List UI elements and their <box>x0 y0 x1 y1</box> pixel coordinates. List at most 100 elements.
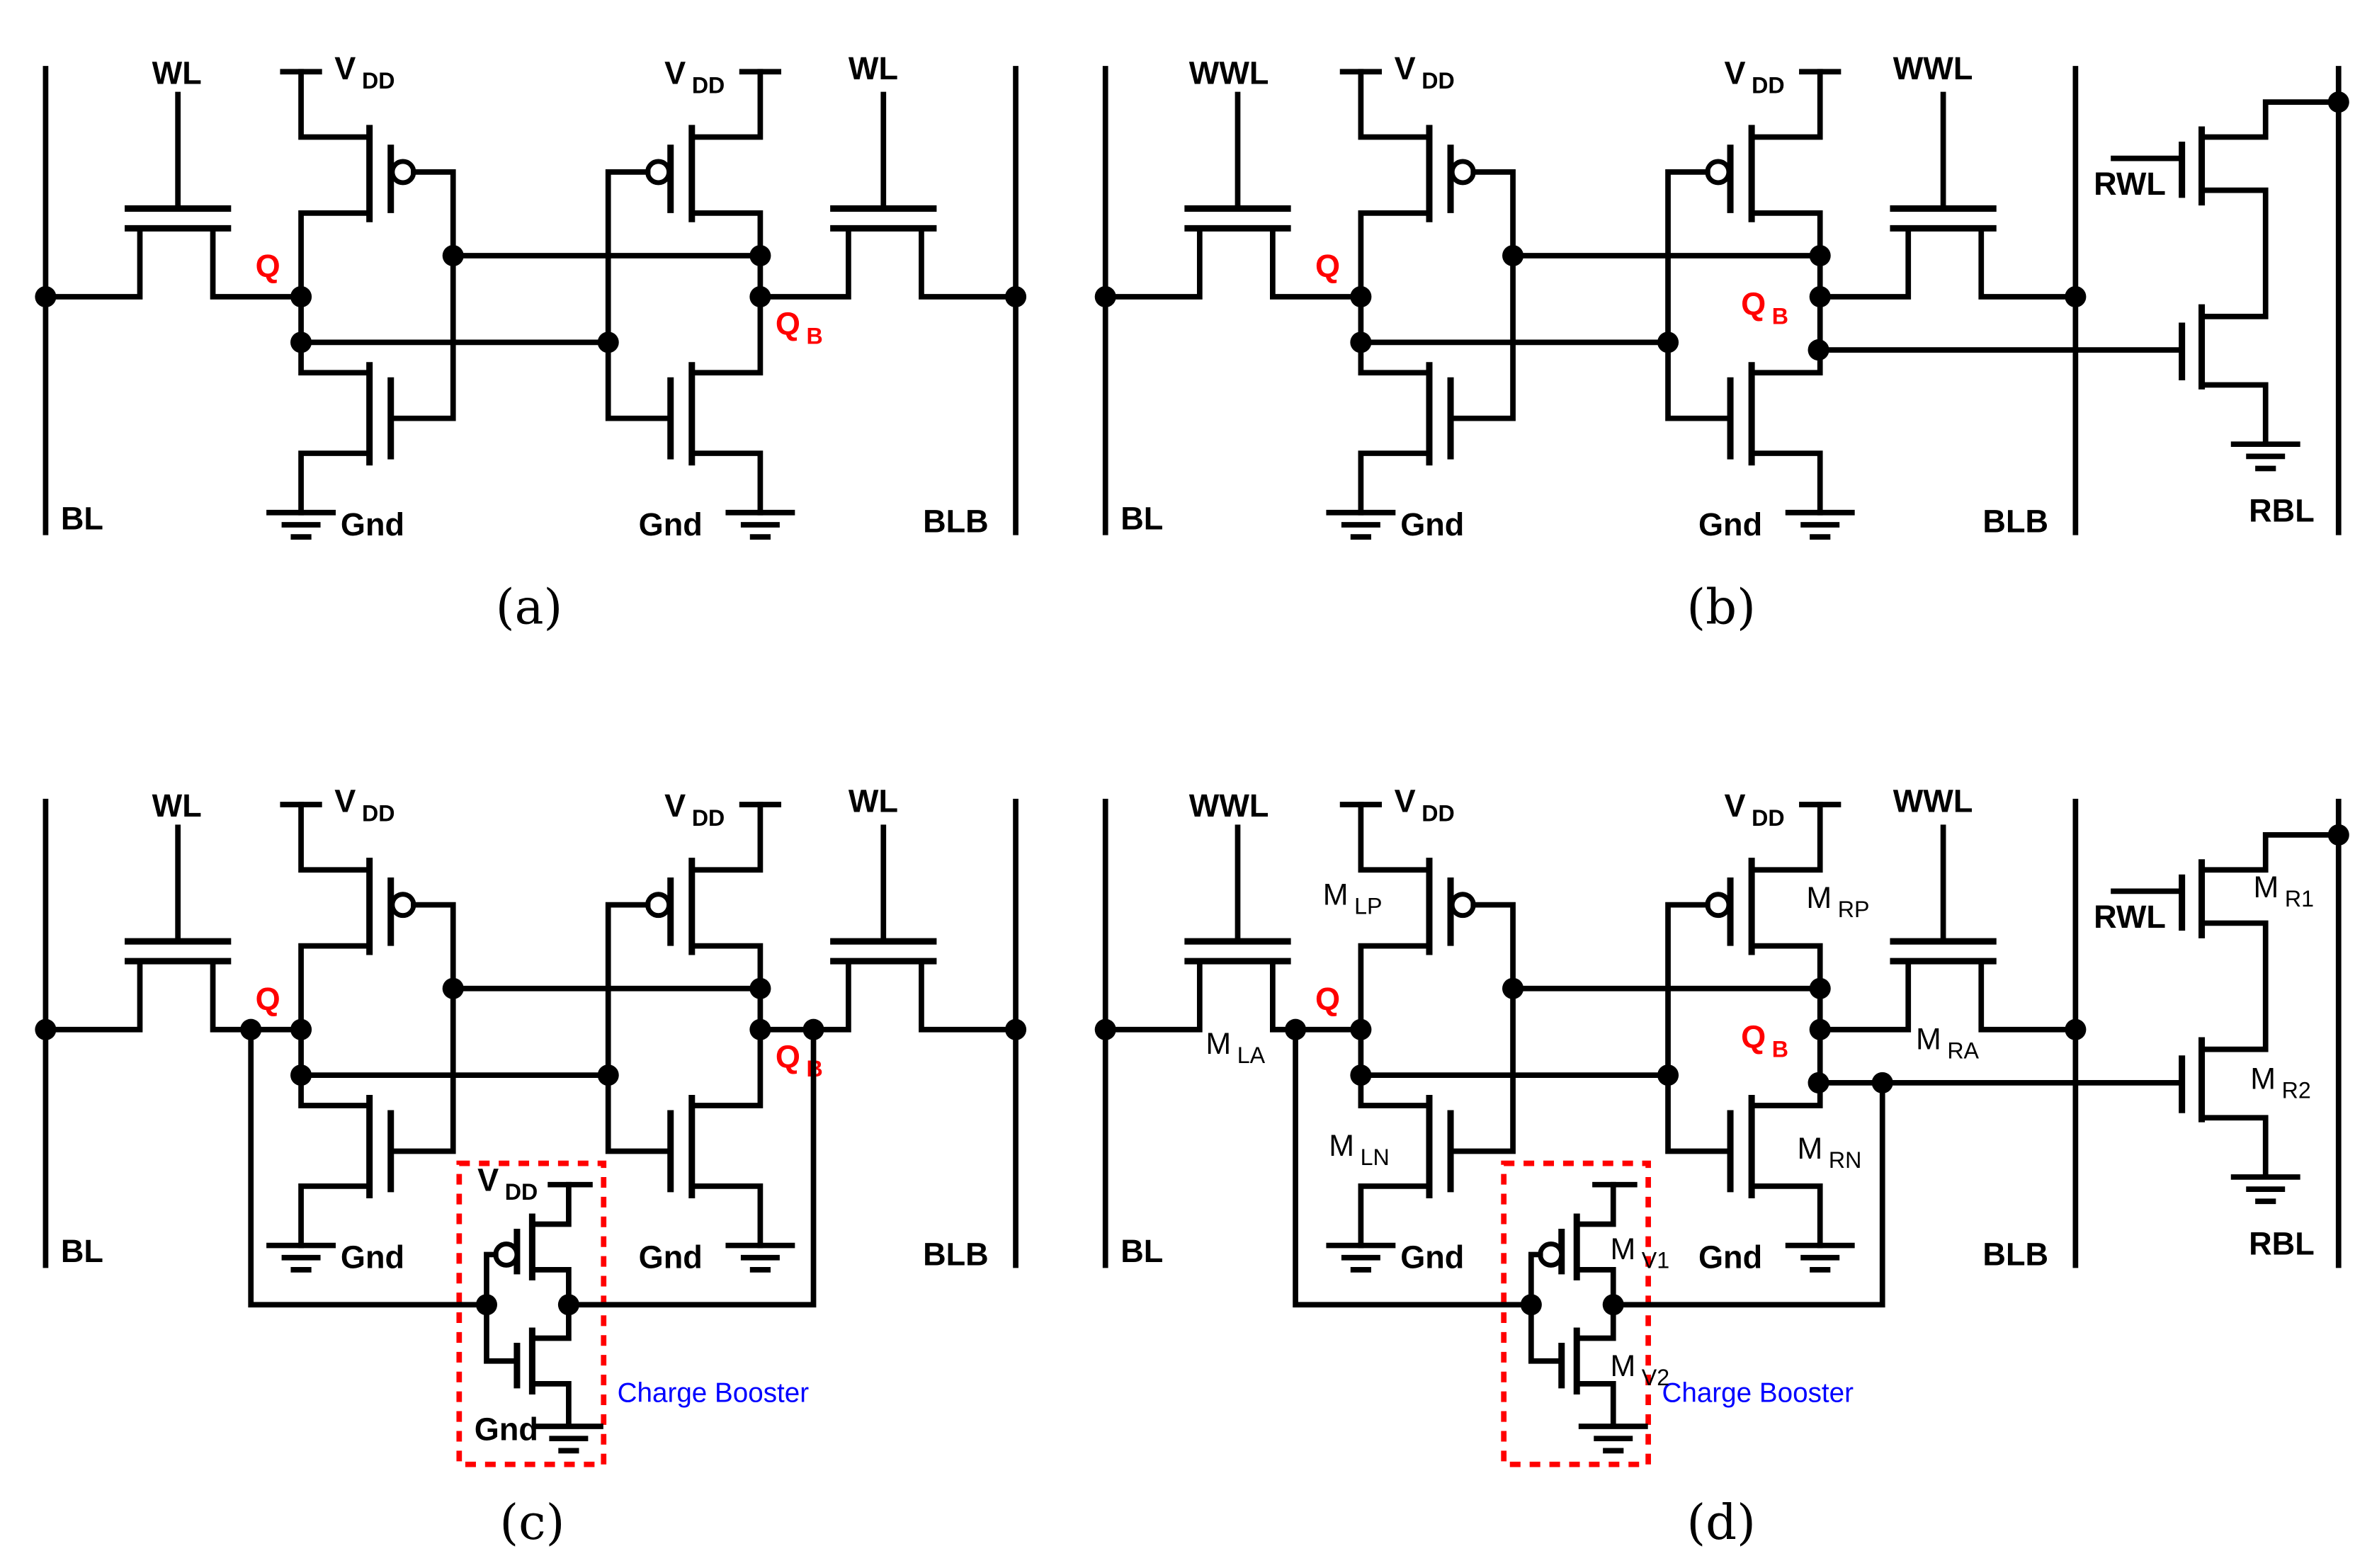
label-rwl: RWL <box>2094 166 2166 202</box>
booster-nmos-source <box>1574 1381 1616 1428</box>
label-wl-left: WWL <box>1189 788 1269 824</box>
node-dot <box>1871 1072 1893 1093</box>
pmos-source <box>1749 802 1823 873</box>
caption-c: (c) <box>499 1494 564 1551</box>
label-vdd-right-subscript: DD <box>692 72 725 98</box>
label-qb-main: Q <box>1741 1018 1766 1055</box>
label-qb-main: Q <box>1741 286 1766 322</box>
inverter-output-wire <box>298 210 373 376</box>
node-dot <box>749 1018 771 1040</box>
label-rbl: RBL <box>2249 493 2315 529</box>
node-dot <box>2327 824 2349 846</box>
pmos-gate-bubble <box>390 892 416 919</box>
label-blb: BLB <box>1982 1236 2048 1272</box>
charge-booster-box <box>456 1160 607 1467</box>
transistor-label-mr2-subscript: R2 <box>2282 1077 2311 1103</box>
node-dot <box>290 285 312 307</box>
label-qb-main: Q <box>776 306 800 342</box>
label-bl: BL <box>1120 500 1163 536</box>
access-source <box>42 225 143 300</box>
label-blb: BLB <box>923 504 989 540</box>
label-vdd-left-subscript: DD <box>1422 801 1455 826</box>
node-dot <box>442 977 464 999</box>
pmos-source <box>688 802 764 873</box>
transistor-label-mr1-subscript: R1 <box>2285 886 2314 911</box>
label-q: Q <box>1315 248 1340 284</box>
label-gnd-right: Gnd <box>639 1239 703 1276</box>
access-source <box>1102 225 1203 300</box>
caption-b: (b) <box>1686 579 1756 636</box>
access-drain <box>1817 958 1912 1033</box>
pmos-gate-bubble <box>390 159 416 186</box>
booster-pmos-source <box>1574 1181 1616 1227</box>
transistor-label-mla-main: M <box>1205 1027 1231 1061</box>
transistor-label-mla-subscript: LA <box>1237 1043 1266 1068</box>
access-drain <box>757 225 851 300</box>
access-source <box>919 958 1018 1033</box>
pmos-gate-bubble <box>645 159 672 186</box>
node-dot <box>1502 244 1524 267</box>
label-wl-right: WWL <box>1893 50 1973 86</box>
label-qb-main: Q <box>776 1038 800 1074</box>
label-blb: BLB <box>923 1236 989 1272</box>
transistor-label-mln-subscript: LN <box>1361 1144 1390 1170</box>
label-wl-right: WWL <box>1893 783 1973 819</box>
node-dot <box>1809 1018 1831 1040</box>
pmos-source <box>298 802 373 873</box>
node-dot <box>290 1064 312 1086</box>
access-source <box>1978 958 2079 1033</box>
inverter-gate-wire <box>605 169 674 421</box>
access-drain <box>757 958 851 1033</box>
access-drain <box>1270 225 1364 300</box>
node-dot <box>749 285 771 307</box>
nmos-source <box>1749 1183 1823 1249</box>
label-vdd-right-main: V <box>664 55 686 91</box>
node-dot <box>35 285 57 307</box>
label-bl: BL <box>1120 1233 1163 1269</box>
transistor-label-mlp-subscript: LP <box>1354 894 1382 919</box>
node-dot <box>597 331 619 353</box>
pmos-gate-bubble <box>1449 159 1476 186</box>
inverter-output-wire <box>688 943 764 1108</box>
transistor-label-mrp-main: M <box>1806 881 1832 915</box>
label-wl-left: WL <box>152 55 202 91</box>
access-source <box>1978 225 2079 300</box>
node-dot <box>1502 977 1524 999</box>
inverter-gate-wire <box>1448 169 1516 421</box>
nmos-source <box>1358 1183 1432 1249</box>
read-stack-wire <box>2198 920 2269 1052</box>
label-gnd-left: Gnd <box>341 1239 404 1276</box>
label-vdd-right-subscript: DD <box>692 805 725 831</box>
node-dot <box>442 244 464 267</box>
transistor-label-mr2-main: M <box>2250 1062 2276 1096</box>
pmos-source <box>298 69 373 140</box>
label-vdd-left-subscript: DD <box>1422 68 1455 93</box>
label-vdd-left-main: V <box>334 783 356 819</box>
booster-to-qb-wire <box>1610 1079 1885 1308</box>
transistor-label-mv1-main: M <box>1610 1232 1635 1266</box>
label-wl-right: WL <box>849 783 898 819</box>
label-vdd-right-subscript: DD <box>1752 805 1784 831</box>
node-dot <box>1809 285 1831 307</box>
nmos-source <box>688 1183 764 1249</box>
inverter-gate-wire <box>387 169 456 421</box>
label-q: Q <box>1315 981 1340 1017</box>
read-transistor-1-drain <box>2198 832 2342 873</box>
nmos-source <box>298 1183 373 1249</box>
label-rbl: RBL <box>2249 1225 2315 1261</box>
charge-booster-box <box>1501 1160 1651 1467</box>
